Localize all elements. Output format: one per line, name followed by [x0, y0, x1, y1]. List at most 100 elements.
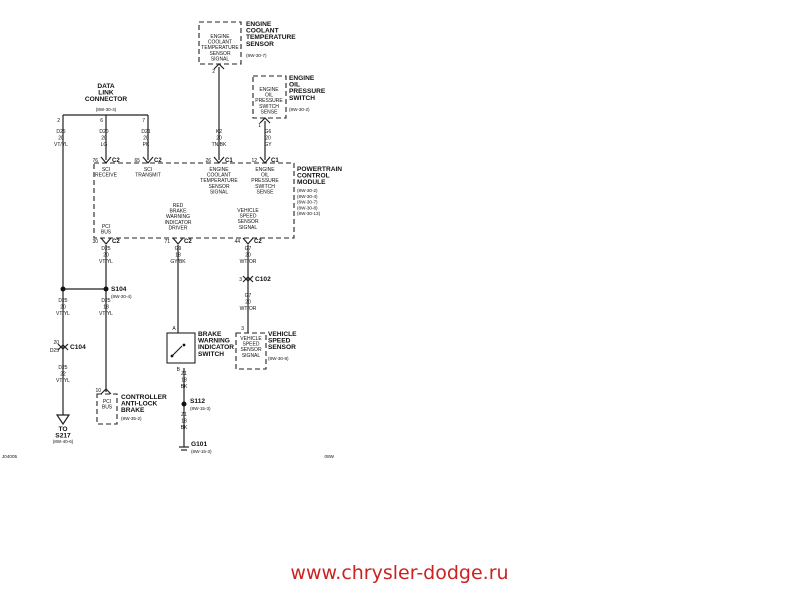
pcm-bottom-connector: C2: [184, 239, 192, 245]
ect-sensor-title: ENGINE: [246, 21, 272, 28]
pcm-top-circuit-label: ENGINE: [209, 167, 229, 173]
wire-label-wire-d25-d: VT/YL: [99, 311, 113, 317]
wire-label-wire-d25-e: 22: [60, 371, 66, 377]
wire-label-wire-d25-a: 20: [58, 135, 64, 141]
wire-label-wire-g7-a: 20: [245, 252, 251, 258]
vss-inner-label: SPEED: [243, 342, 260, 348]
s112-label: S112: [190, 398, 205, 405]
wire-label-wire-d20: LG: [101, 142, 108, 148]
wire-label-wire-d25-b: 20: [103, 252, 109, 258]
wire-label-wire-z1-b: BK: [181, 425, 188, 431]
pcm-bottom-connector: C2: [254, 239, 262, 245]
wire-label-wire-k2: 20: [216, 135, 222, 141]
pcm-top-circuit-label: SENSOR: [208, 184, 230, 190]
ect-sensor-title: SENSOR: [246, 41, 274, 48]
dlc-ref: (8W-30-4): [96, 107, 117, 112]
oil-switch-ref: (8W-30-2): [289, 107, 310, 112]
pcm-bottom-circuit-label: DRIVER: [169, 225, 188, 231]
oil-switch-title: OIL: [289, 82, 300, 89]
s112-ref: (8W-15-3): [190, 406, 211, 411]
wire-label-wire-z1-a: BK: [181, 384, 188, 390]
wire-label-wire-z1-a: 18: [181, 377, 187, 383]
pcm-top-circuit-label: SWITCH: [255, 184, 275, 190]
vss-inner-label: SENSOR: [240, 347, 262, 353]
pcm-bottom-connector: C2: [112, 239, 120, 245]
pcm-top-pin: 76: [92, 158, 98, 164]
vss-ref: (8W-30-8): [268, 356, 289, 361]
wire-label-wire-g9: 18: [175, 252, 181, 258]
splice-s104: [103, 286, 109, 292]
cab-title: CONTROLLER: [121, 394, 167, 401]
oil-switch-inner-label: ENGINE: [259, 87, 279, 93]
c104-pin: D25: [50, 348, 59, 354]
pcm-ref: (8W-30-8): [297, 205, 318, 210]
pcm-bottom-circuit-label: PCI: [102, 224, 110, 230]
cab-title: ANTI-LOCK: [121, 401, 157, 408]
dlc-pin: 6: [100, 118, 103, 124]
pcm-bottom-pin: 44: [234, 239, 240, 245]
wire-label-wire-d25-c: 20: [60, 304, 66, 310]
pcm-top-pin: 12: [251, 158, 257, 164]
wire-label-wire-g7-b: 20: [245, 299, 251, 305]
s104-label: S104: [111, 286, 127, 293]
wire-label-wire-d21: 20: [143, 135, 149, 141]
dlc-title: DATA: [97, 83, 115, 90]
brake-switch-title: WARNING: [198, 338, 230, 345]
figure-code-right: 08W: [325, 454, 335, 459]
ect-sensor-inner-label: SENSOR: [209, 51, 231, 57]
wire-label-wire-g9: G9: [175, 246, 182, 252]
wire-label-wire-g7-a: G7: [245, 246, 252, 252]
wire-label-wire-d20: D20: [99, 129, 108, 135]
c102-label: C102: [255, 276, 271, 283]
g101-ref: (8W-15-3): [191, 449, 212, 454]
oil-switch-inner-label: SENSE: [261, 109, 279, 115]
pcm-top-circuit-label: SCI: [144, 167, 152, 173]
oil-switch-pin: 1: [258, 123, 261, 129]
c104-label: C104: [70, 344, 86, 351]
pcm-bottom-pin: 30: [92, 239, 98, 245]
wire-label-wire-d25-d: 18: [103, 304, 109, 310]
pcm-bottom-circuit-label: SPEED: [240, 214, 257, 220]
ect-sensor-title: COOLANT: [246, 28, 279, 35]
ect-sensor-inner-label: SIGNAL: [211, 56, 230, 62]
cab-pin: 10: [95, 388, 101, 394]
brake-switch-pin: A: [172, 326, 176, 332]
vss-title: SPEED: [268, 338, 291, 345]
pcm-ref: (8W-30-4): [297, 194, 318, 199]
wire-label-wire-g6: 20: [265, 135, 271, 141]
pcm-top-circuit-label: ENGINE: [255, 167, 275, 173]
pcm-top-connector: C1: [225, 158, 233, 164]
dlc-pin: 2: [57, 118, 60, 124]
splice-s112: [181, 401, 187, 407]
pcm-box: [93, 162, 295, 239]
brake-switch-terminal: [182, 343, 186, 347]
pcm-top-connector: C2: [154, 158, 162, 164]
wire-label-wire-d25-b: VT/YL: [99, 259, 113, 265]
oil-switch-title: ENGINE: [289, 75, 315, 82]
brake-switch-title: INDICATOR: [198, 344, 234, 351]
to-s217-arrow: [55, 414, 71, 426]
to-s217-label: TO: [58, 426, 67, 433]
wire-label-wire-d25-a: D25: [56, 129, 65, 135]
pcm-bottom-circuit-label: RED: [173, 203, 184, 209]
pcm-top-circuit-label: RECEIVE: [95, 173, 118, 179]
vss-box: [235, 332, 267, 370]
pcm-bottom-circuit-label: VEHICLE: [237, 208, 259, 214]
pcm-top-connector: C1: [271, 158, 279, 164]
pcm-bottom-circuit-label: BRAKE: [170, 209, 188, 215]
wire-label-wire-g7-b: G7: [245, 293, 252, 299]
vss-pin: 3: [241, 326, 244, 332]
pcm-top-circuit-label: TRANSMIT: [135, 173, 161, 179]
dlc-title: CONNECTOR: [85, 96, 128, 103]
wire-label-wire-d25-e: VT/YL: [56, 378, 70, 384]
vss-title: SENSOR: [268, 344, 296, 351]
ect-sensor-ref: (8W-30-7): [246, 53, 267, 58]
wire-label-wire-z1-b: 18: [181, 418, 187, 424]
pcm-bottom-pin: 71: [164, 239, 170, 245]
site-watermark-url: www.chrysler-dodge.ru: [290, 562, 509, 584]
wire-label-wire-d25-b: D25: [101, 246, 110, 252]
to-s217-label: S217: [55, 432, 71, 439]
oil-switch-inner-label: SWITCH: [259, 104, 279, 110]
g101-label: G101: [191, 441, 207, 448]
wire-label-wire-g6: G6: [265, 129, 272, 135]
